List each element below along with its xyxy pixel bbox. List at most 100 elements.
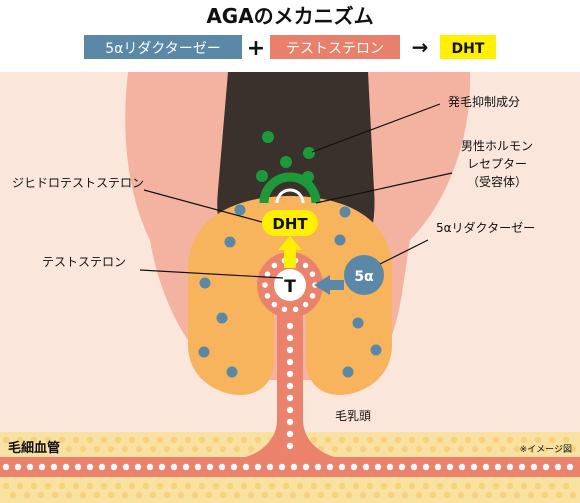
pattern-dot [450,436,458,444]
pattern-dot [212,482,220,490]
pattern-dot [216,312,228,324]
pattern-dot [398,463,406,471]
pattern-dot [457,445,465,453]
pattern-dot [262,282,268,288]
pattern-dot [380,482,388,490]
page-title: AGAのメカニズム [206,4,373,28]
pattern-dot [23,491,31,499]
pattern-dot [233,491,241,499]
pattern-dot [286,430,294,438]
pattern-dot [422,463,430,471]
pattern-dot [562,482,570,490]
pattern-dot [443,445,451,453]
pattern-dot [156,436,164,444]
pattern-dot [79,491,87,499]
pattern-dot [482,463,490,471]
pattern-dot [44,482,52,490]
pattern-dot [513,491,521,499]
pattern-dot [62,463,70,471]
pattern-dot [219,491,227,499]
pattern-dot [2,436,10,444]
pattern-dot [359,445,367,453]
pattern-dot [234,204,246,216]
pattern-dot [135,491,143,499]
pattern-dot [149,491,157,499]
hormone-badge [270,35,400,59]
pattern-dot [530,463,538,471]
pattern-dot [199,277,211,289]
enzyme-badge [84,35,242,59]
pattern-dot [212,436,220,444]
pattern-dot [37,445,45,453]
pattern-dot [338,436,346,444]
pattern-dot [79,445,87,453]
pattern-dot [387,445,395,453]
pattern-dot [16,482,24,490]
pattern-dot [26,463,34,471]
pattern-dot [331,445,339,453]
pattern-dot [450,482,458,490]
pattern-dot [310,436,318,444]
enzyme-arrow [314,275,344,295]
pattern-dot [373,445,381,453]
pattern-dot [548,482,556,490]
pattern-dot [302,301,309,308]
pattern-dot [271,301,278,308]
header-arrow: → [412,35,429,59]
pattern-dot [326,463,334,471]
pattern-dot [30,436,38,444]
pattern-dot [184,436,192,444]
pattern-dot [541,445,549,453]
pattern-dot [23,445,31,453]
label-dihydrotestosterone: ジヒドロテストステロン [12,176,144,190]
pattern-dot [128,482,136,490]
pattern-dot [292,306,299,313]
pattern-dot [350,463,358,471]
pattern-dot [149,445,157,453]
pattern-dot [548,436,556,444]
label-testosterone: テストステロン [42,255,126,269]
pattern-dot [352,482,360,490]
pattern-dot [191,445,199,453]
pattern-dot [492,436,500,444]
pattern-dot [429,491,437,499]
pattern-dot [177,445,185,453]
dht-node-label: DHT [272,215,308,233]
label-receptor-line2: レセプター [467,157,527,171]
pattern-dot [520,482,528,490]
pattern-dot [324,482,332,490]
pattern-dot [334,234,346,246]
pattern-dot [506,482,514,490]
pattern-dot [302,463,310,471]
pattern-dot [93,445,101,453]
receptor-inner-arc [275,188,305,204]
pattern-dot [275,491,283,499]
pattern-dot [394,436,402,444]
pattern-dot [86,482,94,490]
pattern-dot [51,491,59,499]
conversion-arrow [278,236,302,268]
pattern-dot [226,436,234,444]
pattern-dot [156,482,164,490]
pattern-dot [198,482,206,490]
pattern-dot [296,482,304,490]
pattern-dot [394,482,402,490]
enzyme-dots [198,204,382,378]
pattern-dot [100,482,108,490]
pattern-dot [254,436,262,444]
pattern-dot [198,436,206,444]
hormone-badge-label: テストステロン [286,41,384,57]
pattern-dot [233,445,241,453]
pattern-dot [286,358,294,366]
pattern-dot [107,445,115,453]
pattern-dot [14,463,22,471]
pattern-dot [218,463,226,471]
pattern-dot [107,491,115,499]
pattern-dot [513,445,521,453]
testosterone-node-label: T [284,277,296,297]
pattern-dot [286,346,294,354]
pattern-dot [309,293,316,299]
pattern-dot [205,445,213,453]
pattern-dot [72,436,80,444]
pattern-dot [142,482,150,490]
